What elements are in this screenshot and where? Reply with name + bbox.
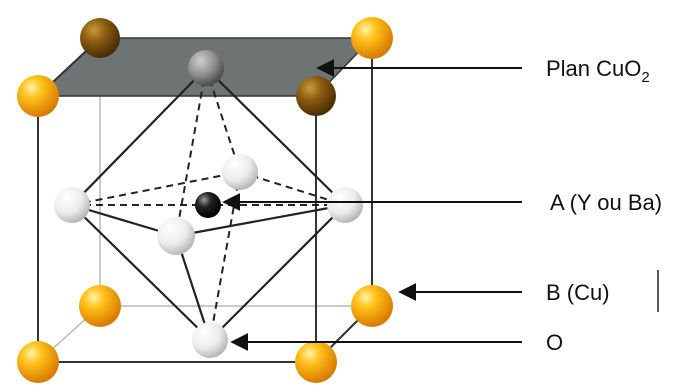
annotation-arrows — [222, 59, 522, 351]
oxygen-atom-top — [188, 50, 224, 86]
oxygen-atom-back — [222, 154, 258, 190]
label-site-a: A (Y ou Ba) — [550, 190, 662, 215]
label-site-b: B (Cu) — [546, 280, 610, 305]
cu-atom-front-bottom-right — [295, 341, 337, 383]
cu-atom-front-top-left — [17, 75, 59, 117]
cu-atom-front-top-right — [296, 76, 336, 116]
cu-atoms — [17, 17, 393, 383]
a-site-atom — [195, 192, 221, 218]
label-oxygen: O — [546, 330, 563, 355]
oxygen-atom-front — [157, 217, 195, 255]
oxygen-atoms — [54, 50, 363, 358]
oxygen-atom-bottom — [192, 322, 228, 358]
label-plane: Plan CuO2 — [546, 56, 650, 86]
oxygen-atom-right — [327, 187, 363, 223]
cu-atom-front-bottom-left — [17, 341, 59, 383]
cu-atom-back-top-left — [80, 18, 120, 58]
cu-atom-back-bottom-left — [79, 285, 121, 327]
cu-atom-back-bottom-right — [351, 285, 393, 327]
oxygen-atom-left — [54, 187, 90, 223]
cu-atom-back-top-right — [351, 17, 393, 59]
